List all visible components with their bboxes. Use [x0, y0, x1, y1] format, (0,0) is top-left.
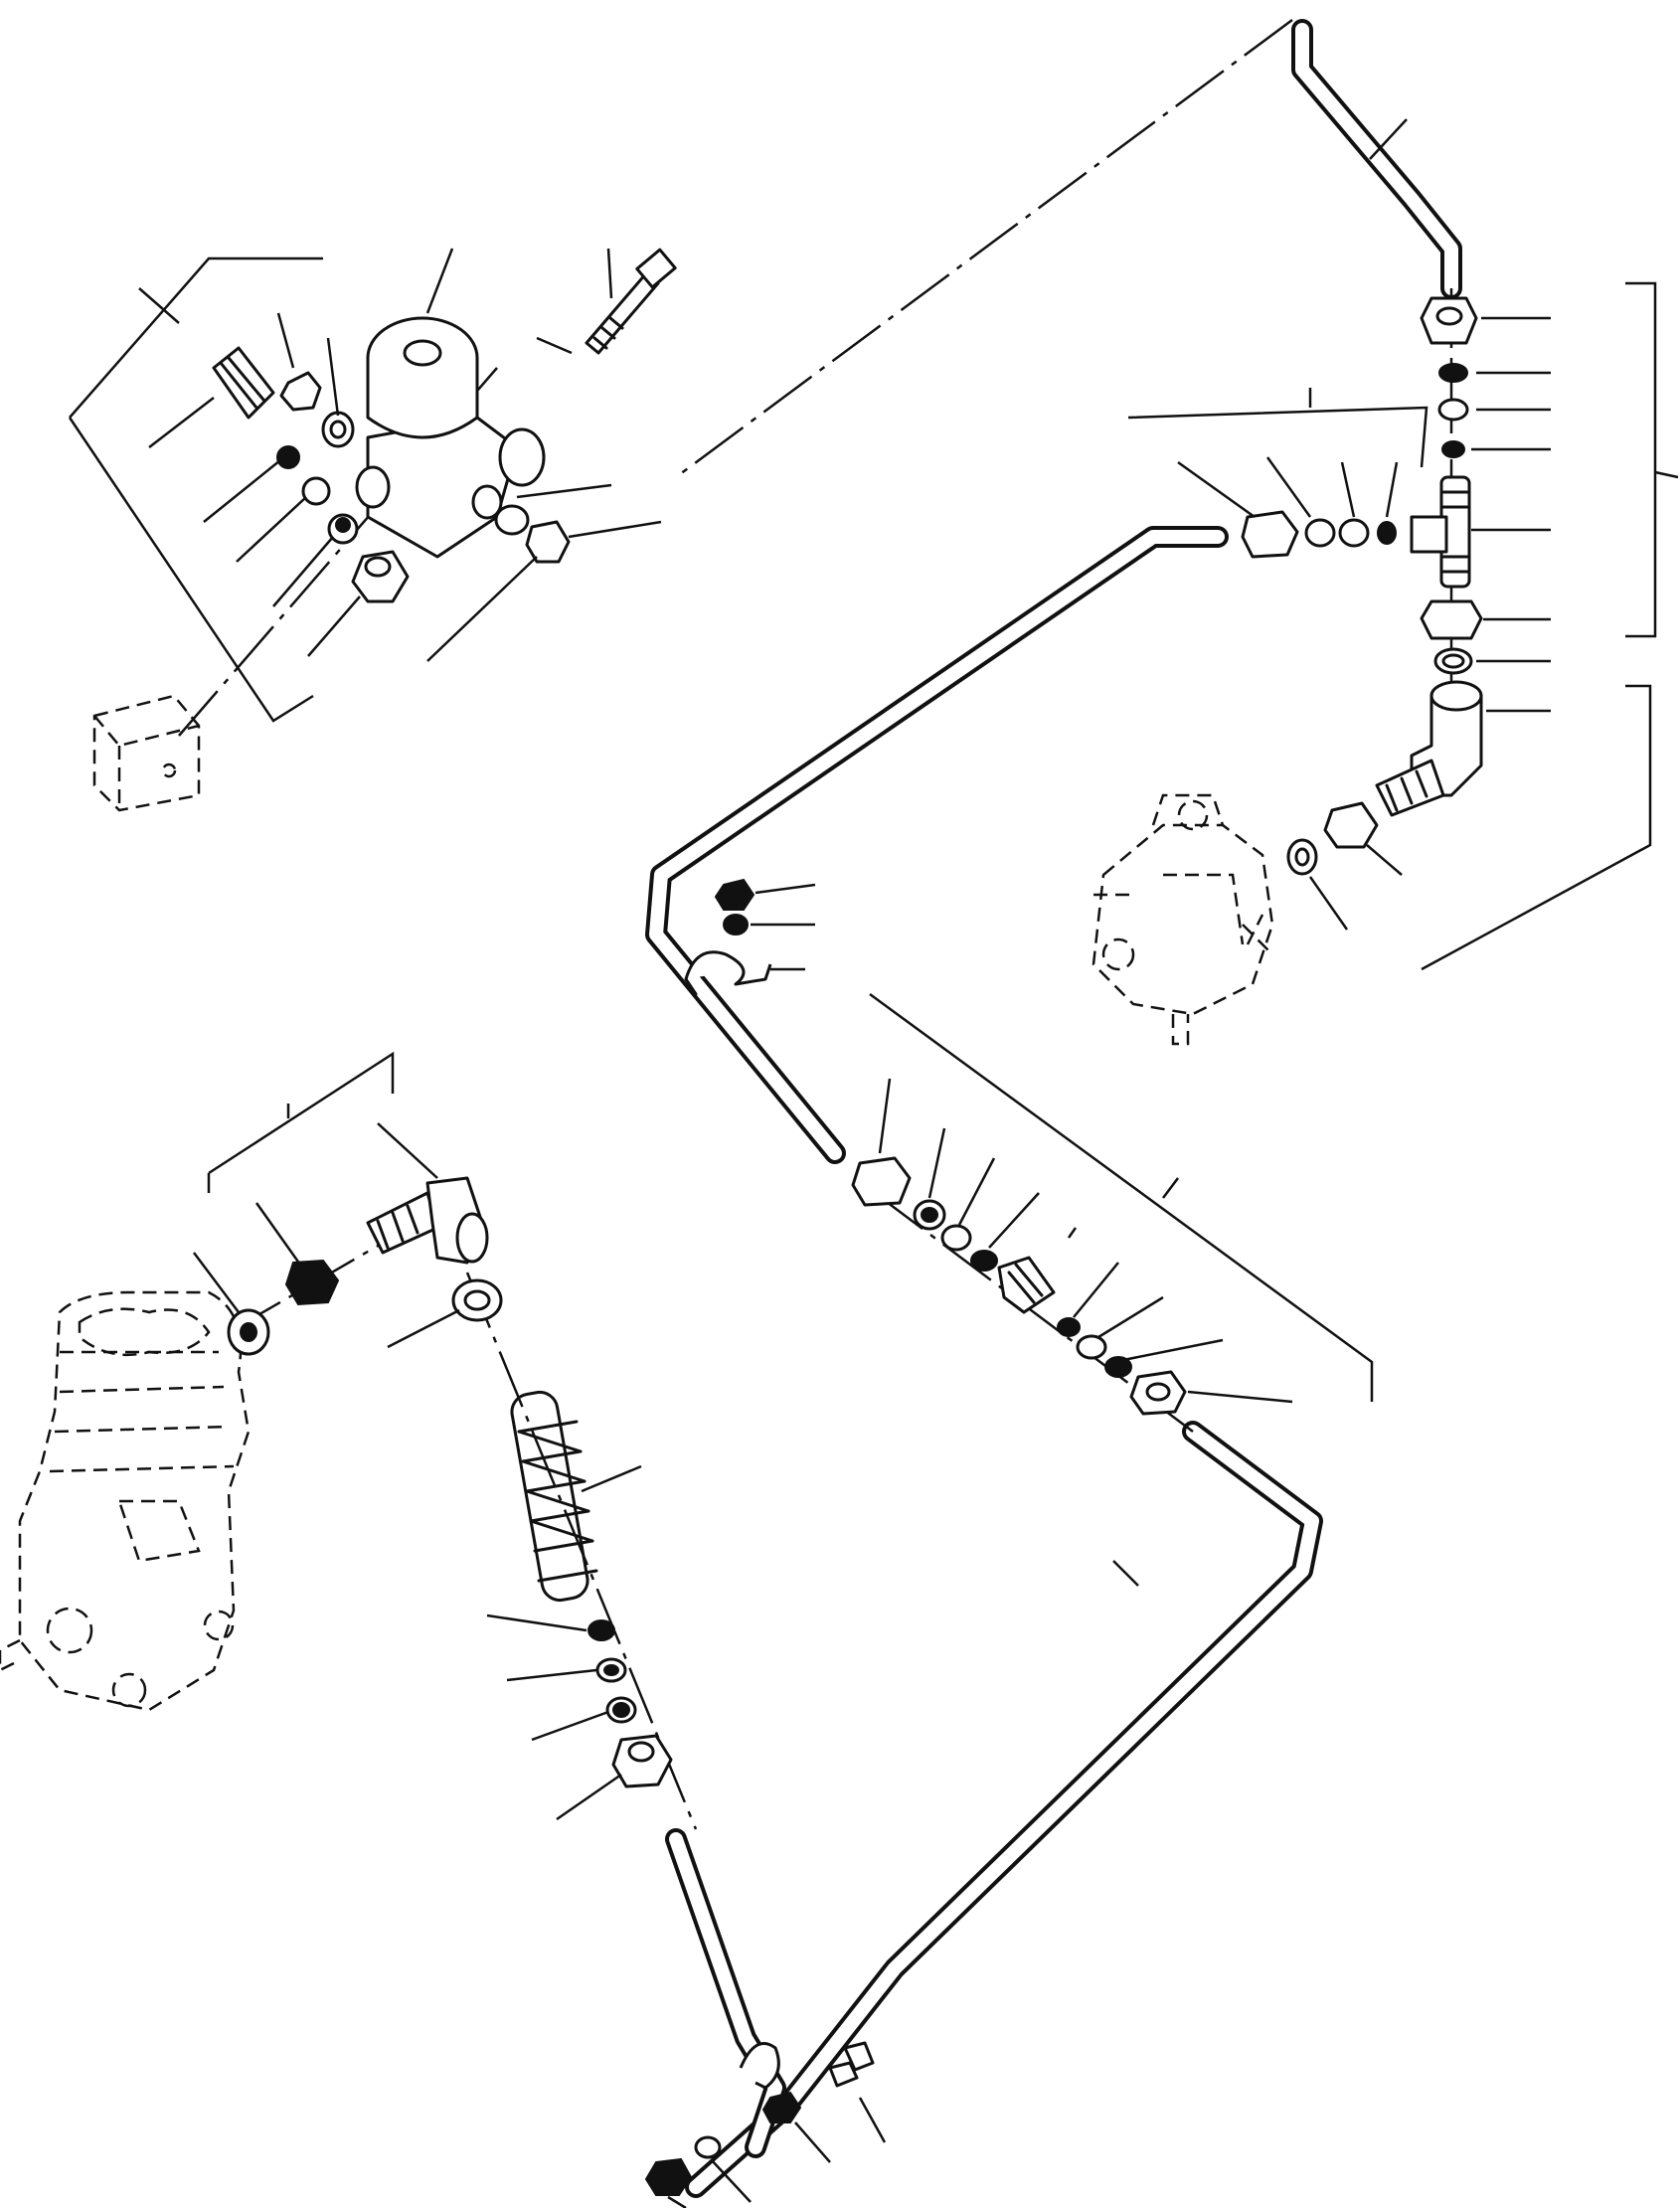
bottom-leaders: [667, 2097, 887, 2208]
lower-fitting-stack: [588, 1619, 673, 1788]
clamp-leaders: [751, 883, 816, 971]
middle-leaders: [878, 1078, 1293, 1587]
valve-nut-washer: [1286, 801, 1379, 876]
tee-fitting: [1410, 475, 1471, 589]
compressor-washer-2: [451, 1278, 503, 1322]
governor-small-parts: [276, 445, 410, 603]
governor-assembly: [355, 316, 546, 559]
center-line-governor: [178, 367, 498, 737]
compressor-elbow: [366, 1176, 489, 1265]
long-air-tube: [645, 526, 1229, 1164]
governor-leaders: [138, 248, 662, 657]
governor-bracket-right: [426, 336, 573, 662]
compressor-washer-nut: [227, 1259, 340, 1356]
tee-lower-parts: [1420, 599, 1483, 675]
main-air-tube: [1291, 19, 1462, 299]
right-bracket-lower: [1421, 684, 1652, 971]
elbow-fitting: [1375, 680, 1483, 817]
right-bracket-tick: [1654, 470, 1679, 479]
inline-bracket: [1127, 406, 1428, 468]
right-leaders: [1177, 118, 1551, 931]
middle-fitting-chain: [851, 1156, 1187, 1416]
mounting-bracket: [92, 694, 201, 812]
middle-bracket-tick: [1162, 1177, 1179, 1199]
inline-fittings-upper: [1241, 510, 1397, 559]
governor-bracket: [68, 256, 323, 723]
return-air-tube: [685, 1421, 1323, 2198]
relay-valve: [1092, 793, 1274, 1046]
lower-air-tube: [665, 1828, 786, 2158]
middle-bracket: [869, 992, 1374, 1402]
compressor-leaders: [193, 1122, 642, 1493]
bottom-clamp: [739, 2042, 802, 2123]
center-line-upper: [675, 18, 1293, 479]
lower-leaders: [486, 1614, 622, 1821]
governor-inlet-fitting: [212, 346, 322, 420]
governor-bolt: [585, 248, 677, 355]
tube-clamp: [684, 878, 772, 996]
air-compressor: [0, 1290, 251, 1712]
governor-washer: [321, 411, 355, 448]
upper-fitting-stack: [1420, 296, 1478, 458]
flex-hose: [510, 1390, 598, 1603]
bottom-washer-nut: [644, 2135, 722, 2196]
bottom-bolt: [828, 2041, 875, 2088]
right-bracket-upper: [1625, 281, 1657, 638]
compressor-bracket: [207, 1051, 395, 1193]
governor-plug: [494, 504, 571, 564]
